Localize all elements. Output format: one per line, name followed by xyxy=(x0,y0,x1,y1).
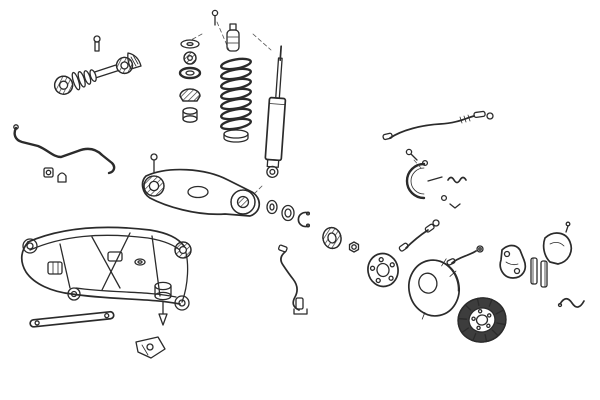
dust-shield xyxy=(408,258,460,320)
cv-boot-cone xyxy=(127,52,142,70)
bracket xyxy=(135,336,166,359)
parking-brake-cable xyxy=(382,110,494,141)
control-arm xyxy=(141,153,261,217)
shoe-bolt xyxy=(405,148,429,167)
brake-hose-upper xyxy=(398,219,440,252)
reinforcement-brace xyxy=(29,310,115,328)
brake-pads xyxy=(530,257,548,288)
seal-rings xyxy=(266,199,311,228)
shaft-bolt xyxy=(93,35,101,52)
brake-caliper xyxy=(542,221,573,265)
top-bolt xyxy=(211,9,219,26)
abs-sensor xyxy=(277,244,308,315)
bushing-pin xyxy=(134,258,172,326)
stabilizer-bar xyxy=(13,124,116,175)
spring-pad xyxy=(223,129,249,143)
pad-spring xyxy=(557,297,585,308)
stabilizer-clamps xyxy=(43,167,67,183)
leader-line xyxy=(252,33,272,51)
wheel-bearing xyxy=(322,226,342,250)
subframe-mount xyxy=(47,261,63,275)
leader-line xyxy=(413,159,422,169)
subframe xyxy=(20,226,192,311)
bump-stop xyxy=(226,23,240,52)
leader-line xyxy=(190,33,203,41)
axle-nut xyxy=(348,241,360,253)
wheel-hub xyxy=(367,252,399,288)
shock-absorber xyxy=(264,45,287,179)
brake-hose-lower xyxy=(446,245,484,266)
caliper-carrier xyxy=(499,244,527,279)
coil-spring xyxy=(220,57,252,131)
brake-disc xyxy=(457,297,507,343)
handbrake-shoe xyxy=(405,162,467,209)
drive-shaft xyxy=(53,56,134,95)
mount-stack xyxy=(178,39,202,123)
